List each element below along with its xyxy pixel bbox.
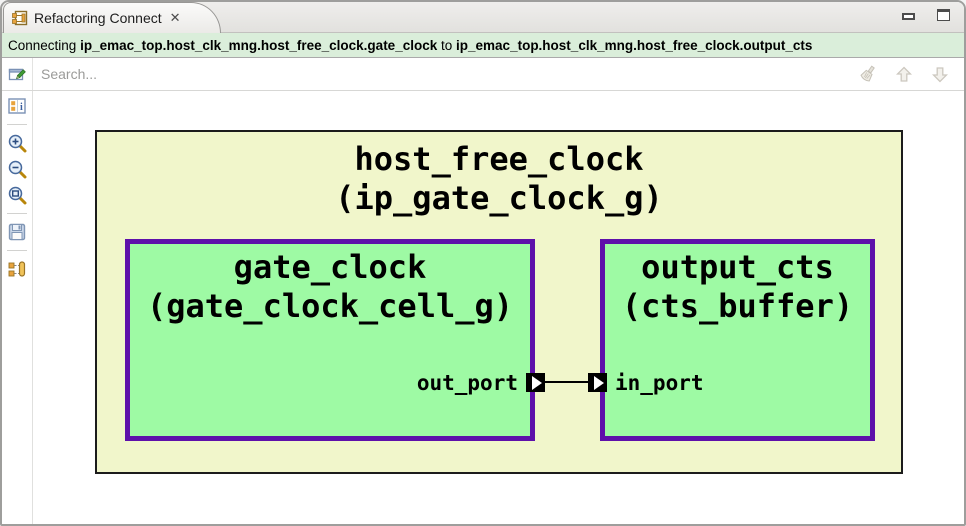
connection-status-bar: Connecting ip_emac_top.host_clk_mng.host…	[2, 33, 964, 58]
zoom-fit-button[interactable]	[5, 183, 29, 207]
properties-button[interactable]: i	[5, 94, 29, 118]
status-target-path: ip_emac_top.host_clk_mng.host_free_clock…	[456, 37, 813, 53]
tab-title: Refactoring Connect	[34, 10, 162, 26]
minimize-icon[interactable]	[902, 13, 915, 20]
port-marker-in-icon[interactable]	[588, 373, 607, 392]
tab-refactoring-connect[interactable]: Refactoring Connect ✕	[3, 2, 221, 33]
connection-wire	[542, 381, 592, 383]
status-prefix: Connecting	[8, 37, 77, 53]
pin-layout-icon	[8, 260, 26, 278]
block-type-name: (cts_buffer)	[621, 287, 854, 325]
toolbar-separator	[7, 250, 27, 251]
svg-text:i: i	[20, 102, 23, 113]
port-label-in-port: in_port	[615, 371, 704, 395]
zoom-out-button[interactable]	[5, 157, 29, 181]
save-icon	[8, 223, 26, 241]
search-bar	[2, 58, 964, 91]
zoom-fit-icon	[8, 186, 27, 205]
save-button[interactable]	[5, 220, 29, 244]
block-output-cts[interactable]: output_cts (cts_buffer)	[600, 239, 875, 441]
status-connector: to	[441, 37, 453, 53]
maximize-icon[interactable]	[937, 9, 950, 21]
refactoring-connect-icon	[12, 10, 28, 26]
zoom-in-icon	[8, 134, 27, 153]
block-instance-name: gate_clock	[233, 248, 427, 286]
tab-close-icon[interactable]: ✕	[169, 10, 181, 25]
container-type-name: (ip_gate_clock_g)	[335, 179, 663, 217]
search-input[interactable]	[33, 66, 858, 82]
block-instance-name: output_cts	[641, 248, 834, 286]
edit-diagram-icon	[8, 66, 26, 82]
block-gate-clock[interactable]: gate_clock (gate_clock_cell_g)	[125, 239, 535, 441]
diagram-toolbar: i	[2, 91, 33, 524]
toolbar-separator	[7, 124, 27, 125]
port-marker-out-icon[interactable]	[526, 373, 545, 392]
tab-bar: Refactoring Connect ✕	[2, 2, 964, 33]
clear-highlight-icon[interactable]	[858, 64, 878, 84]
arrow-up-icon[interactable]	[894, 64, 914, 84]
zoom-in-button[interactable]	[5, 131, 29, 155]
properties-icon: i	[8, 98, 26, 114]
diagram-canvas: host_free_clock (ip_gate_clock_g) gate_c…	[33, 91, 964, 524]
status-source-path: ip_emac_top.host_clk_mng.host_free_clock…	[80, 37, 438, 53]
container-instance-name: host_free_clock	[354, 140, 644, 178]
arrow-down-icon[interactable]	[930, 64, 950, 84]
toolbar-separator	[7, 213, 27, 214]
pin-layout-button[interactable]	[5, 257, 29, 281]
edit-diagram-button[interactable]	[2, 58, 33, 90]
port-label-out-port: out_port	[416, 371, 518, 395]
zoom-out-icon	[8, 160, 27, 179]
block-type-name: (gate_clock_cell_g)	[146, 287, 514, 325]
